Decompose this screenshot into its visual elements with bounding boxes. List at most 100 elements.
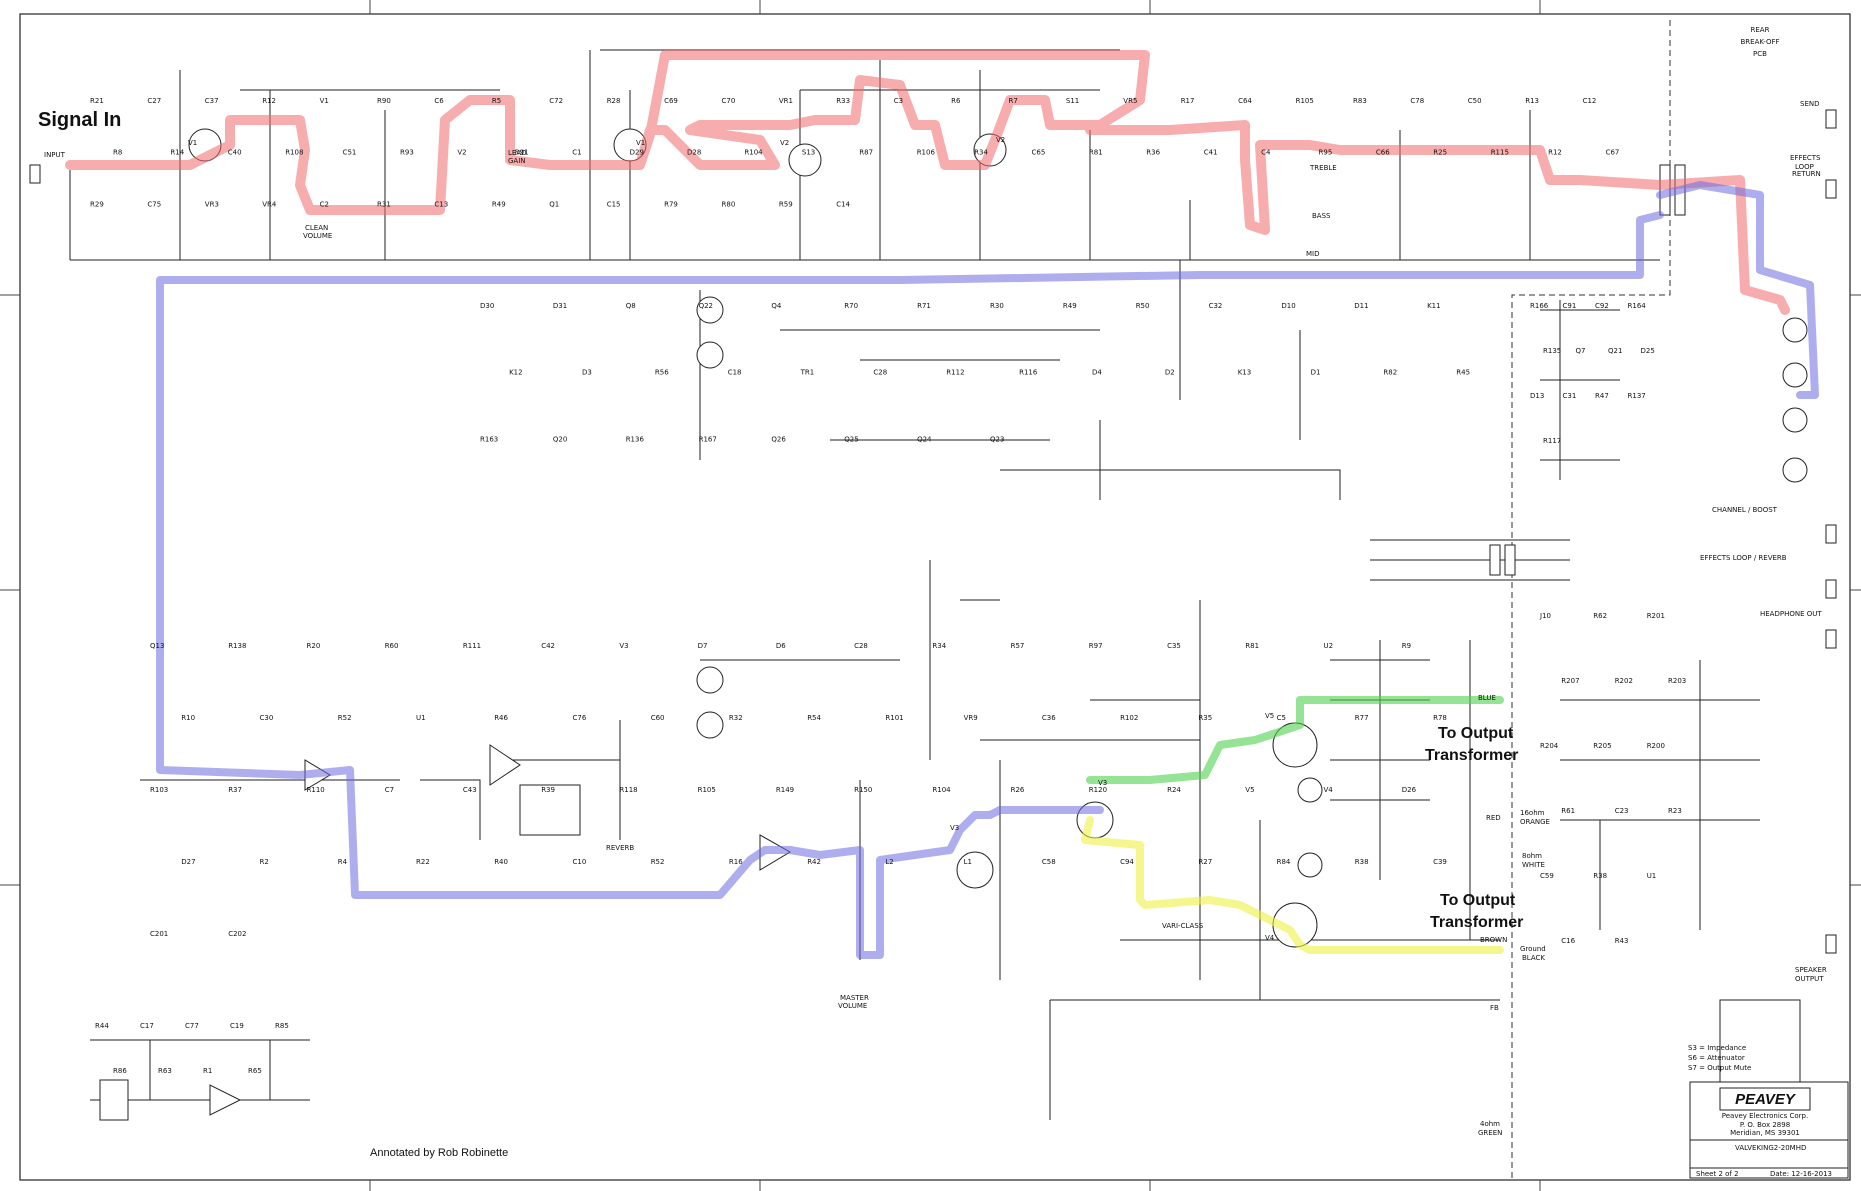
component-ref: U2 <box>1324 642 1334 650</box>
svg-text:REAR: REAR <box>1751 26 1770 34</box>
component-ref: C15 <box>607 200 621 208</box>
component-ref: C1 <box>572 149 581 157</box>
component-ref: C201 <box>150 930 168 938</box>
component-ref: R27 <box>1198 858 1212 866</box>
component-ref: R47 <box>1595 392 1609 400</box>
sheet-number: Sheet 2 of 2 <box>1696 1170 1739 1178</box>
component-ref: D10 <box>1281 302 1295 310</box>
component-ref: R33 <box>836 97 850 105</box>
component-ref: R205 <box>1593 742 1611 750</box>
component-ref: R38 <box>1593 872 1607 880</box>
component-ref: C36 <box>1042 714 1056 722</box>
component-ref: Q23 <box>990 435 1004 443</box>
speaker-output-label: SPEAKER <box>1795 966 1827 974</box>
component-ref: R34 <box>932 642 946 650</box>
component-ref: Q26 <box>771 435 786 443</box>
component-ref: C23 <box>1615 807 1629 815</box>
component-ref: C43 <box>463 786 477 794</box>
svg-text:GREEN: GREEN <box>1478 1129 1502 1137</box>
svg-text:GAIN: GAIN <box>508 157 526 165</box>
input-jack-label: INPUT <box>44 151 66 159</box>
component-ref: R60 <box>385 642 399 650</box>
component-ref: R44 <box>95 1022 109 1030</box>
component-ref: C18 <box>728 369 742 377</box>
svg-text:PCB: PCB <box>1753 50 1767 58</box>
component-ref: R81 <box>1089 149 1103 157</box>
control-labels: CLEAN VOLUME LEAD GAIN REVERB MASTER VOL… <box>303 149 1337 1010</box>
component-ref: R20 <box>307 642 321 650</box>
svg-text:V1: V1 <box>636 139 645 147</box>
component-ref: R65 <box>248 1067 262 1075</box>
component-ref: D26 <box>1402 786 1417 794</box>
4ohm-tap-label: 4ohm <box>1480 1120 1500 1128</box>
component-ref: C3 <box>894 97 903 105</box>
annotated-by-label: Annotated by Rob Robinette <box>370 1147 508 1159</box>
component-ref: R84 <box>1277 858 1291 866</box>
svg-text:VOLUME: VOLUME <box>303 232 332 240</box>
component-ref: R26 <box>1011 786 1025 794</box>
component-ref: L1 <box>964 858 972 866</box>
tube-labels: V1 V1 V2 V2 V3 V3 V4 V5 <box>188 136 1275 942</box>
component-ref: R39 <box>541 786 555 794</box>
component-ref: R164 <box>1628 302 1647 310</box>
component-ref: R61 <box>1561 807 1575 815</box>
component-ref: R166 <box>1530 302 1549 310</box>
component-ref: C41 <box>1204 149 1218 157</box>
treble-label: TREBLE <box>1309 164 1337 172</box>
component-ref: VR5 <box>1123 97 1137 105</box>
component-ref: C39 <box>1433 858 1447 866</box>
component-ref: U1 <box>1647 872 1657 880</box>
component-ref: R12 <box>1548 149 1562 157</box>
fb-lead-label: FB <box>1490 1004 1499 1012</box>
component-ref: R17 <box>1181 97 1195 105</box>
component-ref: VR1 <box>779 97 793 105</box>
16ohm-tap-label: 16ohm <box>1520 809 1545 817</box>
component-ref: Q1 <box>549 200 559 208</box>
component-ref: C64 <box>1238 97 1252 105</box>
component-ref: R137 <box>1628 392 1646 400</box>
rear-pcb-label: REAR BREAK-OFF PCB <box>1740 26 1779 58</box>
master-volume-label: MASTER <box>840 994 869 1002</box>
component-ref: D29 <box>630 149 644 157</box>
connector-labels: INPUT SEND EFFECTS LOOP RETURN CHANNEL /… <box>44 100 1827 983</box>
component-ref: R8 <box>113 149 122 157</box>
component-ref: Q4 <box>771 302 782 310</box>
component-ref: R71 <box>917 302 931 310</box>
svg-text:BREAK-OFF: BREAK-OFF <box>1740 38 1779 46</box>
headphone-out-label: HEADPHONE OUT <box>1760 610 1822 618</box>
svg-text:OUTPUT: OUTPUT <box>1795 975 1824 983</box>
effects-reverb-label: EFFECTS LOOP / REVERB <box>1700 554 1787 562</box>
component-ref: R50 <box>1136 302 1150 310</box>
component-ref: C60 <box>651 714 665 722</box>
component-ref: J10 <box>1539 612 1551 620</box>
drawing-title: VALVEKING2-20MHD <box>1735 1144 1806 1152</box>
component-ref: R104 <box>932 786 951 794</box>
component-ref: R90 <box>377 97 391 105</box>
component-ref: C50 <box>1468 97 1482 105</box>
component-ref: D13 <box>1530 392 1544 400</box>
component-ref: R83 <box>1353 97 1367 105</box>
svg-text:V4: V4 <box>1265 934 1275 942</box>
component-ref: R149 <box>776 786 794 794</box>
component-ref: R9 <box>1402 642 1411 650</box>
component-ref: V4 <box>1324 786 1334 794</box>
component-ref: R14 <box>170 149 184 157</box>
component-ref: R2 <box>260 858 269 866</box>
return-jack-label: RETURN <box>1792 170 1821 178</box>
svg-text:S7 = Output Mute: S7 = Output Mute <box>1688 1064 1751 1072</box>
output-lead-labels: BLUE RED BROWN FB 16ohm ORANGE 8ohm WHIT… <box>1478 694 1550 1137</box>
component-ref: R1 <box>203 1067 212 1075</box>
component-ref: R37 <box>228 786 242 794</box>
component-ref: R97 <box>1089 642 1103 650</box>
component-ref: C92 <box>1595 302 1609 310</box>
component-ref: R5 <box>492 97 501 105</box>
component-ref: R108 <box>285 149 303 157</box>
component-ref: C42 <box>541 642 555 650</box>
component-ref: R24 <box>1167 786 1181 794</box>
component-ref: R112 <box>946 369 964 377</box>
component-ref: R120 <box>1089 786 1107 794</box>
component-ref: Q24 <box>917 435 932 443</box>
component-ref: R118 <box>619 786 637 794</box>
component-ref: R7 <box>1009 97 1018 105</box>
component-ref: C91 <box>1563 302 1577 310</box>
